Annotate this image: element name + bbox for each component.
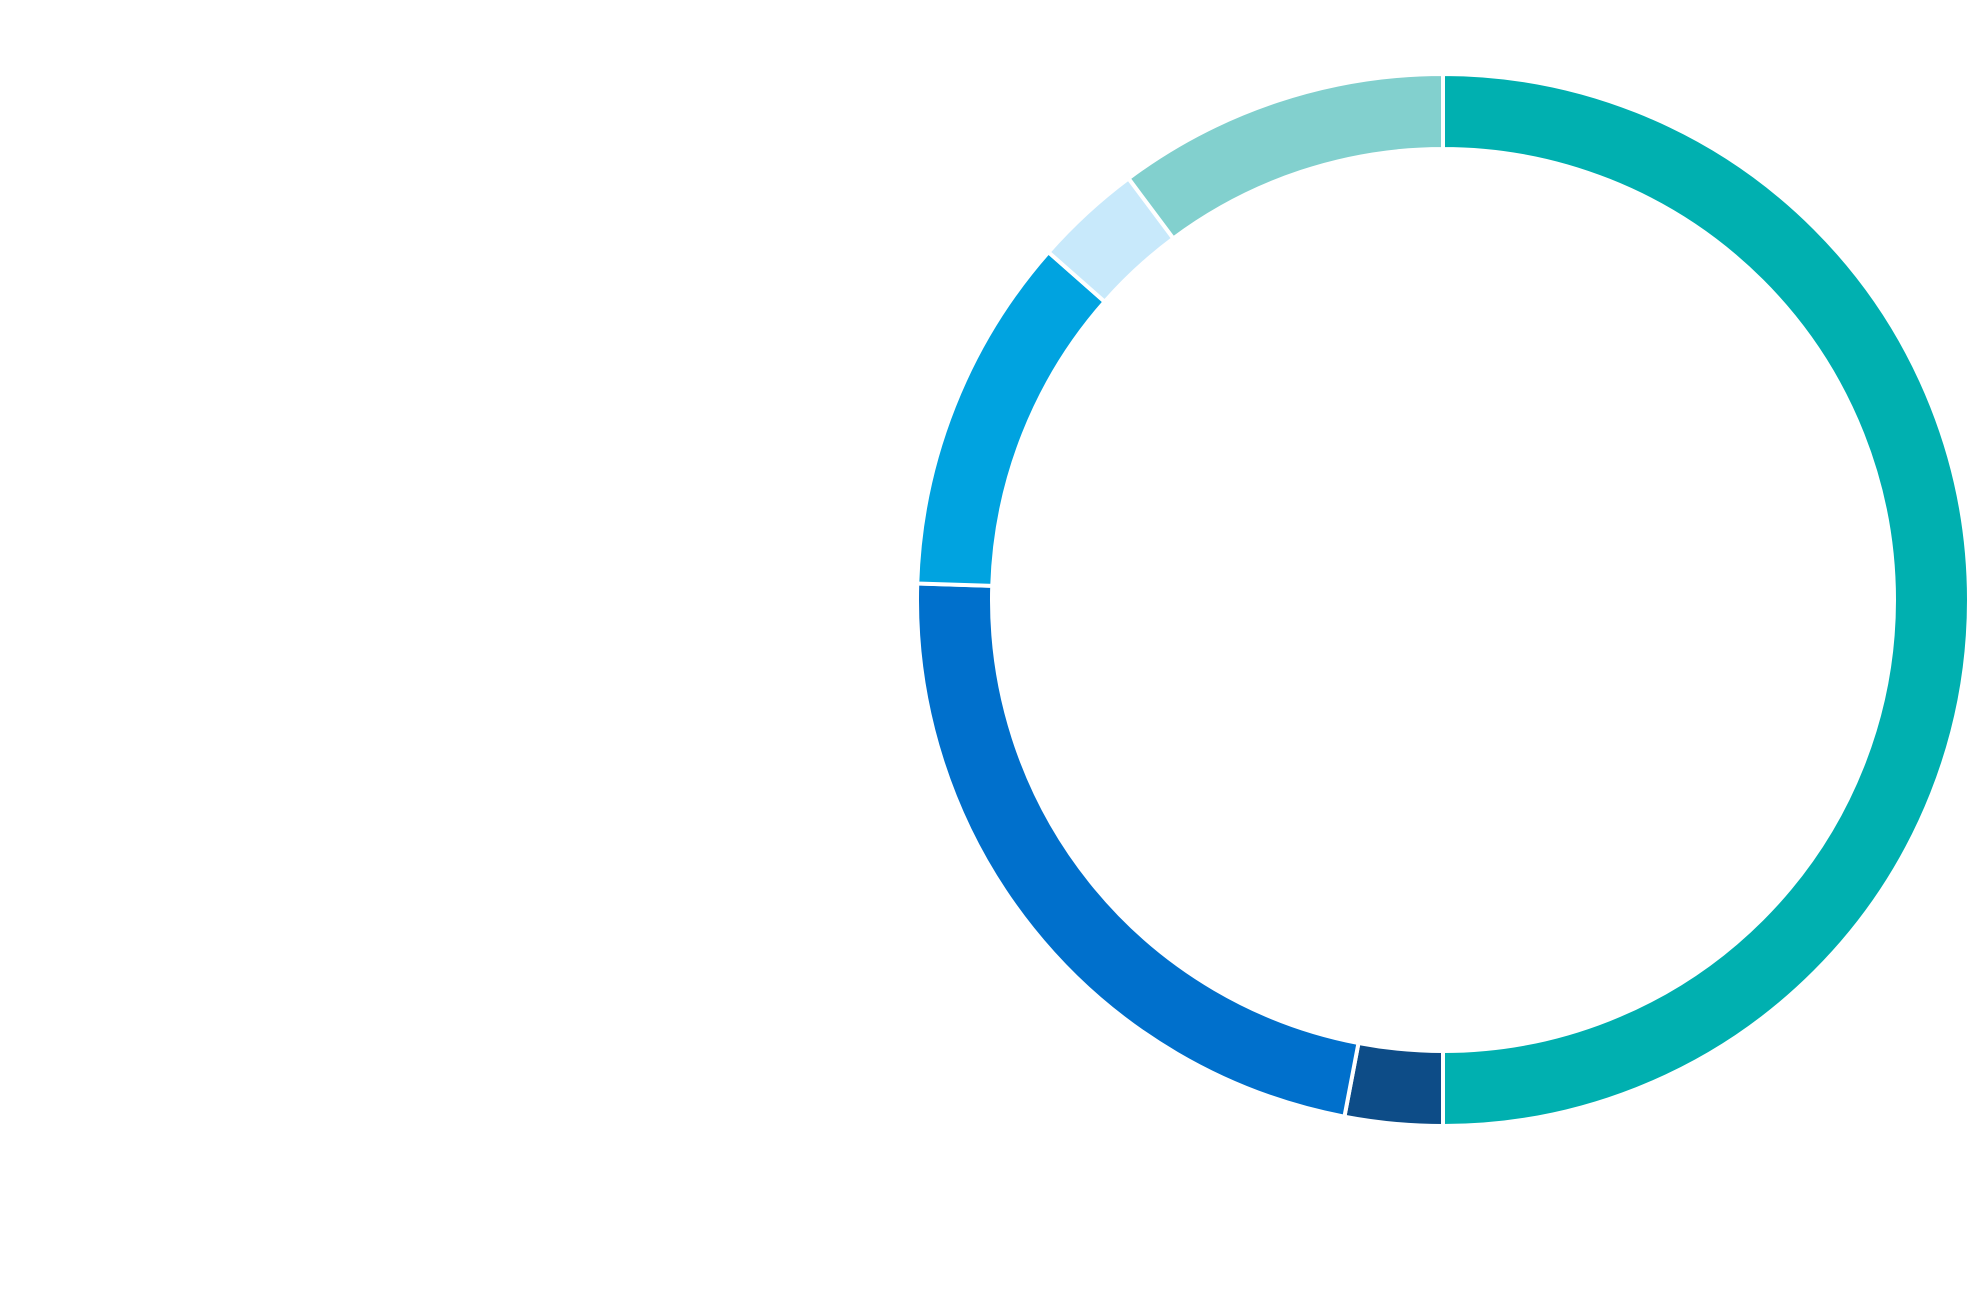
donut-slice-6 (1125, 71, 1445, 242)
donut-slice-4 (915, 249, 1108, 588)
donut-slice-3 (915, 581, 1361, 1120)
donut-slice-1 (1441, 71, 1971, 1129)
donut-slice-2 (1342, 1040, 1445, 1129)
donut-slices (915, 71, 1971, 1129)
